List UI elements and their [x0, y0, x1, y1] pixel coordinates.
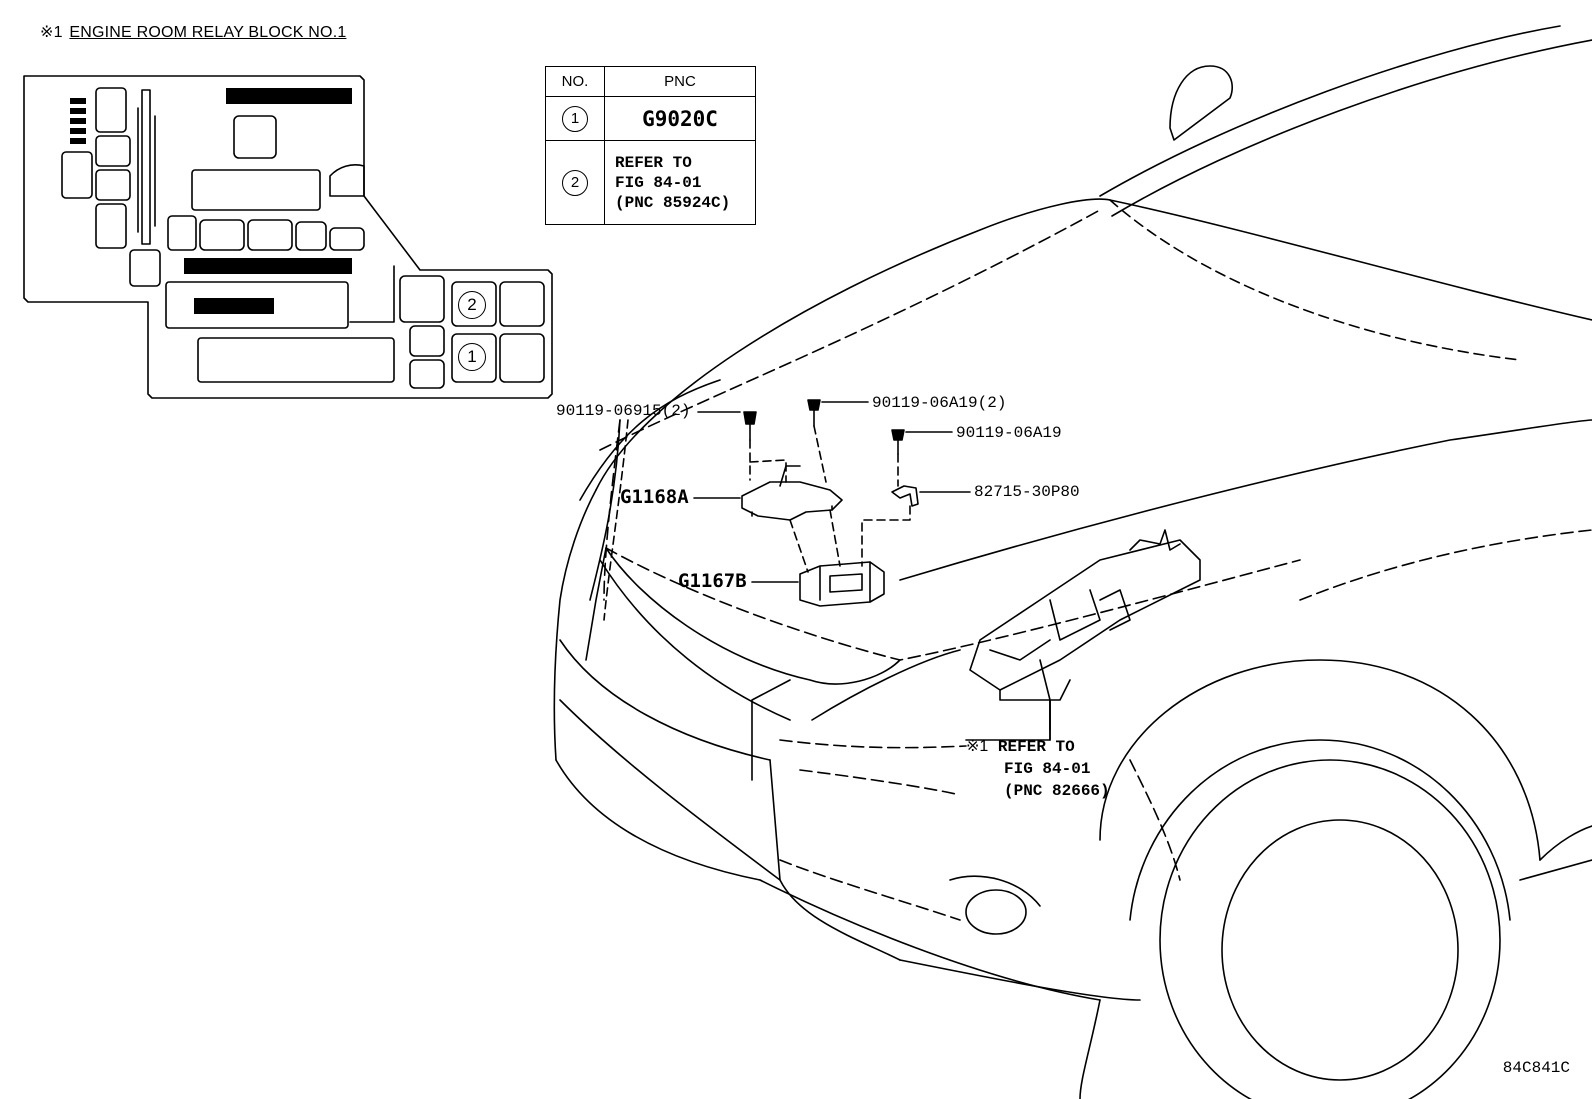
leader-lines	[693, 401, 1051, 741]
relay-block-title-text: ENGINE ROOM RELAY BLOCK NO.1	[69, 24, 347, 41]
bracket-g1168a-part	[741, 465, 843, 521]
relay-block-outline	[23, 75, 553, 399]
reference-line: REFER TO	[997, 738, 1075, 756]
pnc-table-header: NO. PNC	[545, 66, 756, 97]
reference-line: (PNC 82666)	[1004, 782, 1110, 800]
reference-mark: ※1	[40, 24, 63, 41]
part-label-bolt-right: 90119-06A19	[956, 424, 1062, 442]
relay-block-title: ※1 ENGINE ROOM RELAY BLOCK NO.1	[40, 22, 346, 42]
part-label-bolt-left: 90119-06915(2)	[556, 402, 691, 420]
pnc-table-row: 2 REFER TO FIG 84-01 (PNC 85924C)	[545, 140, 756, 225]
figure-code: 84C841C	[1502, 1059, 1570, 1077]
reference-line: FIG 84-01	[1004, 760, 1091, 778]
car-body-outline	[553, 25, 1592, 1099]
header-no: NO.	[545, 66, 605, 97]
relay-block-part	[969, 529, 1201, 741]
pnc-value: G9020C	[604, 96, 756, 141]
part-label-g1168a: G1168A	[620, 486, 689, 508]
bolts	[743, 399, 905, 455]
pnc-table-row: 1 G9020C	[545, 96, 756, 141]
header-pnc: PNC	[604, 66, 756, 97]
part-label-g1167b: G1167B	[678, 570, 747, 592]
pnc-reference: REFER TO FIG 84-01 (PNC 85924C)	[604, 140, 756, 225]
pnc-table: NO. PNC 1 G9020C 2 REFER TO FIG 84-01 (P…	[545, 66, 756, 225]
row-number-circle: 1	[562, 105, 588, 132]
assembly-lines	[603, 419, 911, 621]
pnc-reference-line: REFER TO	[615, 153, 692, 172]
relay-callout-2: 2	[458, 291, 486, 319]
relay-block-reference: ※1 REFER TO FIG 84-01 (PNC 82666)	[966, 736, 1110, 802]
reference-mark: ※1	[966, 738, 989, 755]
row-number-circle: 2	[562, 169, 588, 196]
module-g1167b-part	[799, 561, 885, 607]
part-label-bracket-82715: 82715-30P80	[974, 483, 1080, 501]
part-label-bolt-mid: 90119-06A19(2)	[872, 394, 1007, 412]
pnc-reference-line: FIG 84-01	[615, 173, 702, 192]
relay-callout-1: 1	[458, 343, 486, 371]
pnc-reference-line: (PNC 85924C)	[615, 193, 731, 212]
bracket-82715-part	[891, 485, 919, 507]
